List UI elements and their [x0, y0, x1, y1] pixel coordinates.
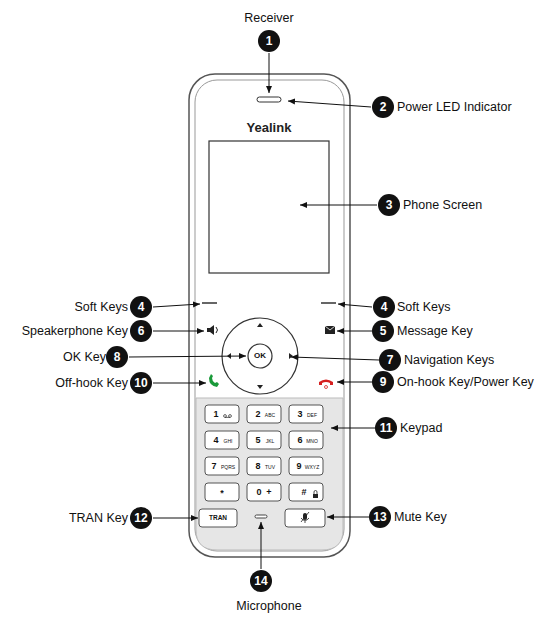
key-text: 6 [297, 436, 302, 445]
part-name: TRAN Key [69, 512, 128, 525]
part-name: Phone Screen [403, 199, 482, 212]
key-text: PQRS [221, 465, 235, 470]
callout-number: 1 [258, 30, 280, 52]
callout-number: 5 [372, 320, 394, 342]
callout-number: 3 [378, 194, 400, 216]
key-text: 4 [213, 436, 218, 445]
part-name: Soft Keys [397, 301, 451, 314]
part-name: Keypad [400, 422, 442, 435]
key-text: JKL [266, 439, 275, 444]
part-name: Off-hook Key [55, 377, 128, 390]
callout-number: 12 [130, 507, 152, 529]
part-name: Power LED Indicator [397, 101, 512, 114]
callout-number: 4 [373, 296, 395, 318]
callout-number: 7 [379, 349, 401, 371]
key-text: 9 [296, 462, 301, 471]
brand-logo: Yealink [247, 121, 292, 134]
key-text: WXYZ [305, 465, 319, 470]
key-text: OK [254, 352, 266, 360]
callout-number: 13 [369, 506, 391, 528]
key-text: 5 [255, 436, 260, 445]
part-name: Navigation Keys [404, 354, 494, 367]
callout-number: 14 [250, 570, 272, 592]
key-text: 2 [255, 410, 260, 419]
key-text: ABC [265, 413, 275, 418]
key-text: MNO [306, 439, 318, 444]
key-text: DEF [307, 413, 317, 418]
part-name: Microphone [236, 600, 301, 613]
key-text: TRAN [209, 515, 227, 522]
key-text: # [301, 488, 306, 497]
part-name: Soft Keys [75, 301, 129, 314]
part-name: Speakerphone Key [22, 325, 128, 338]
key-text: 7 [211, 462, 216, 471]
key-text: * [220, 489, 224, 498]
part-name: Message Key [397, 325, 473, 338]
key-text: GHI [224, 439, 233, 444]
callout-number: 8 [106, 346, 128, 368]
key-text: + [266, 488, 271, 497]
callout-number: 6 [130, 320, 152, 342]
callout-number: 11 [375, 417, 397, 439]
key-text: 0 [256, 488, 261, 497]
key-text: 1 [213, 410, 218, 419]
callout-number: 2 [372, 96, 394, 118]
callout-number: 4 [130, 296, 152, 318]
part-name: Mute Key [394, 511, 447, 524]
key-text: 3 [297, 410, 302, 419]
part-name: Receiver [244, 12, 293, 25]
key-text: 8 [255, 462, 260, 471]
callout-number: 10 [130, 372, 152, 394]
part-name: OK Key [63, 351, 106, 364]
callout-number: 9 [372, 371, 394, 393]
key-text: TUV [265, 465, 275, 470]
part-name: On-hook Key/Power Key [397, 376, 534, 389]
